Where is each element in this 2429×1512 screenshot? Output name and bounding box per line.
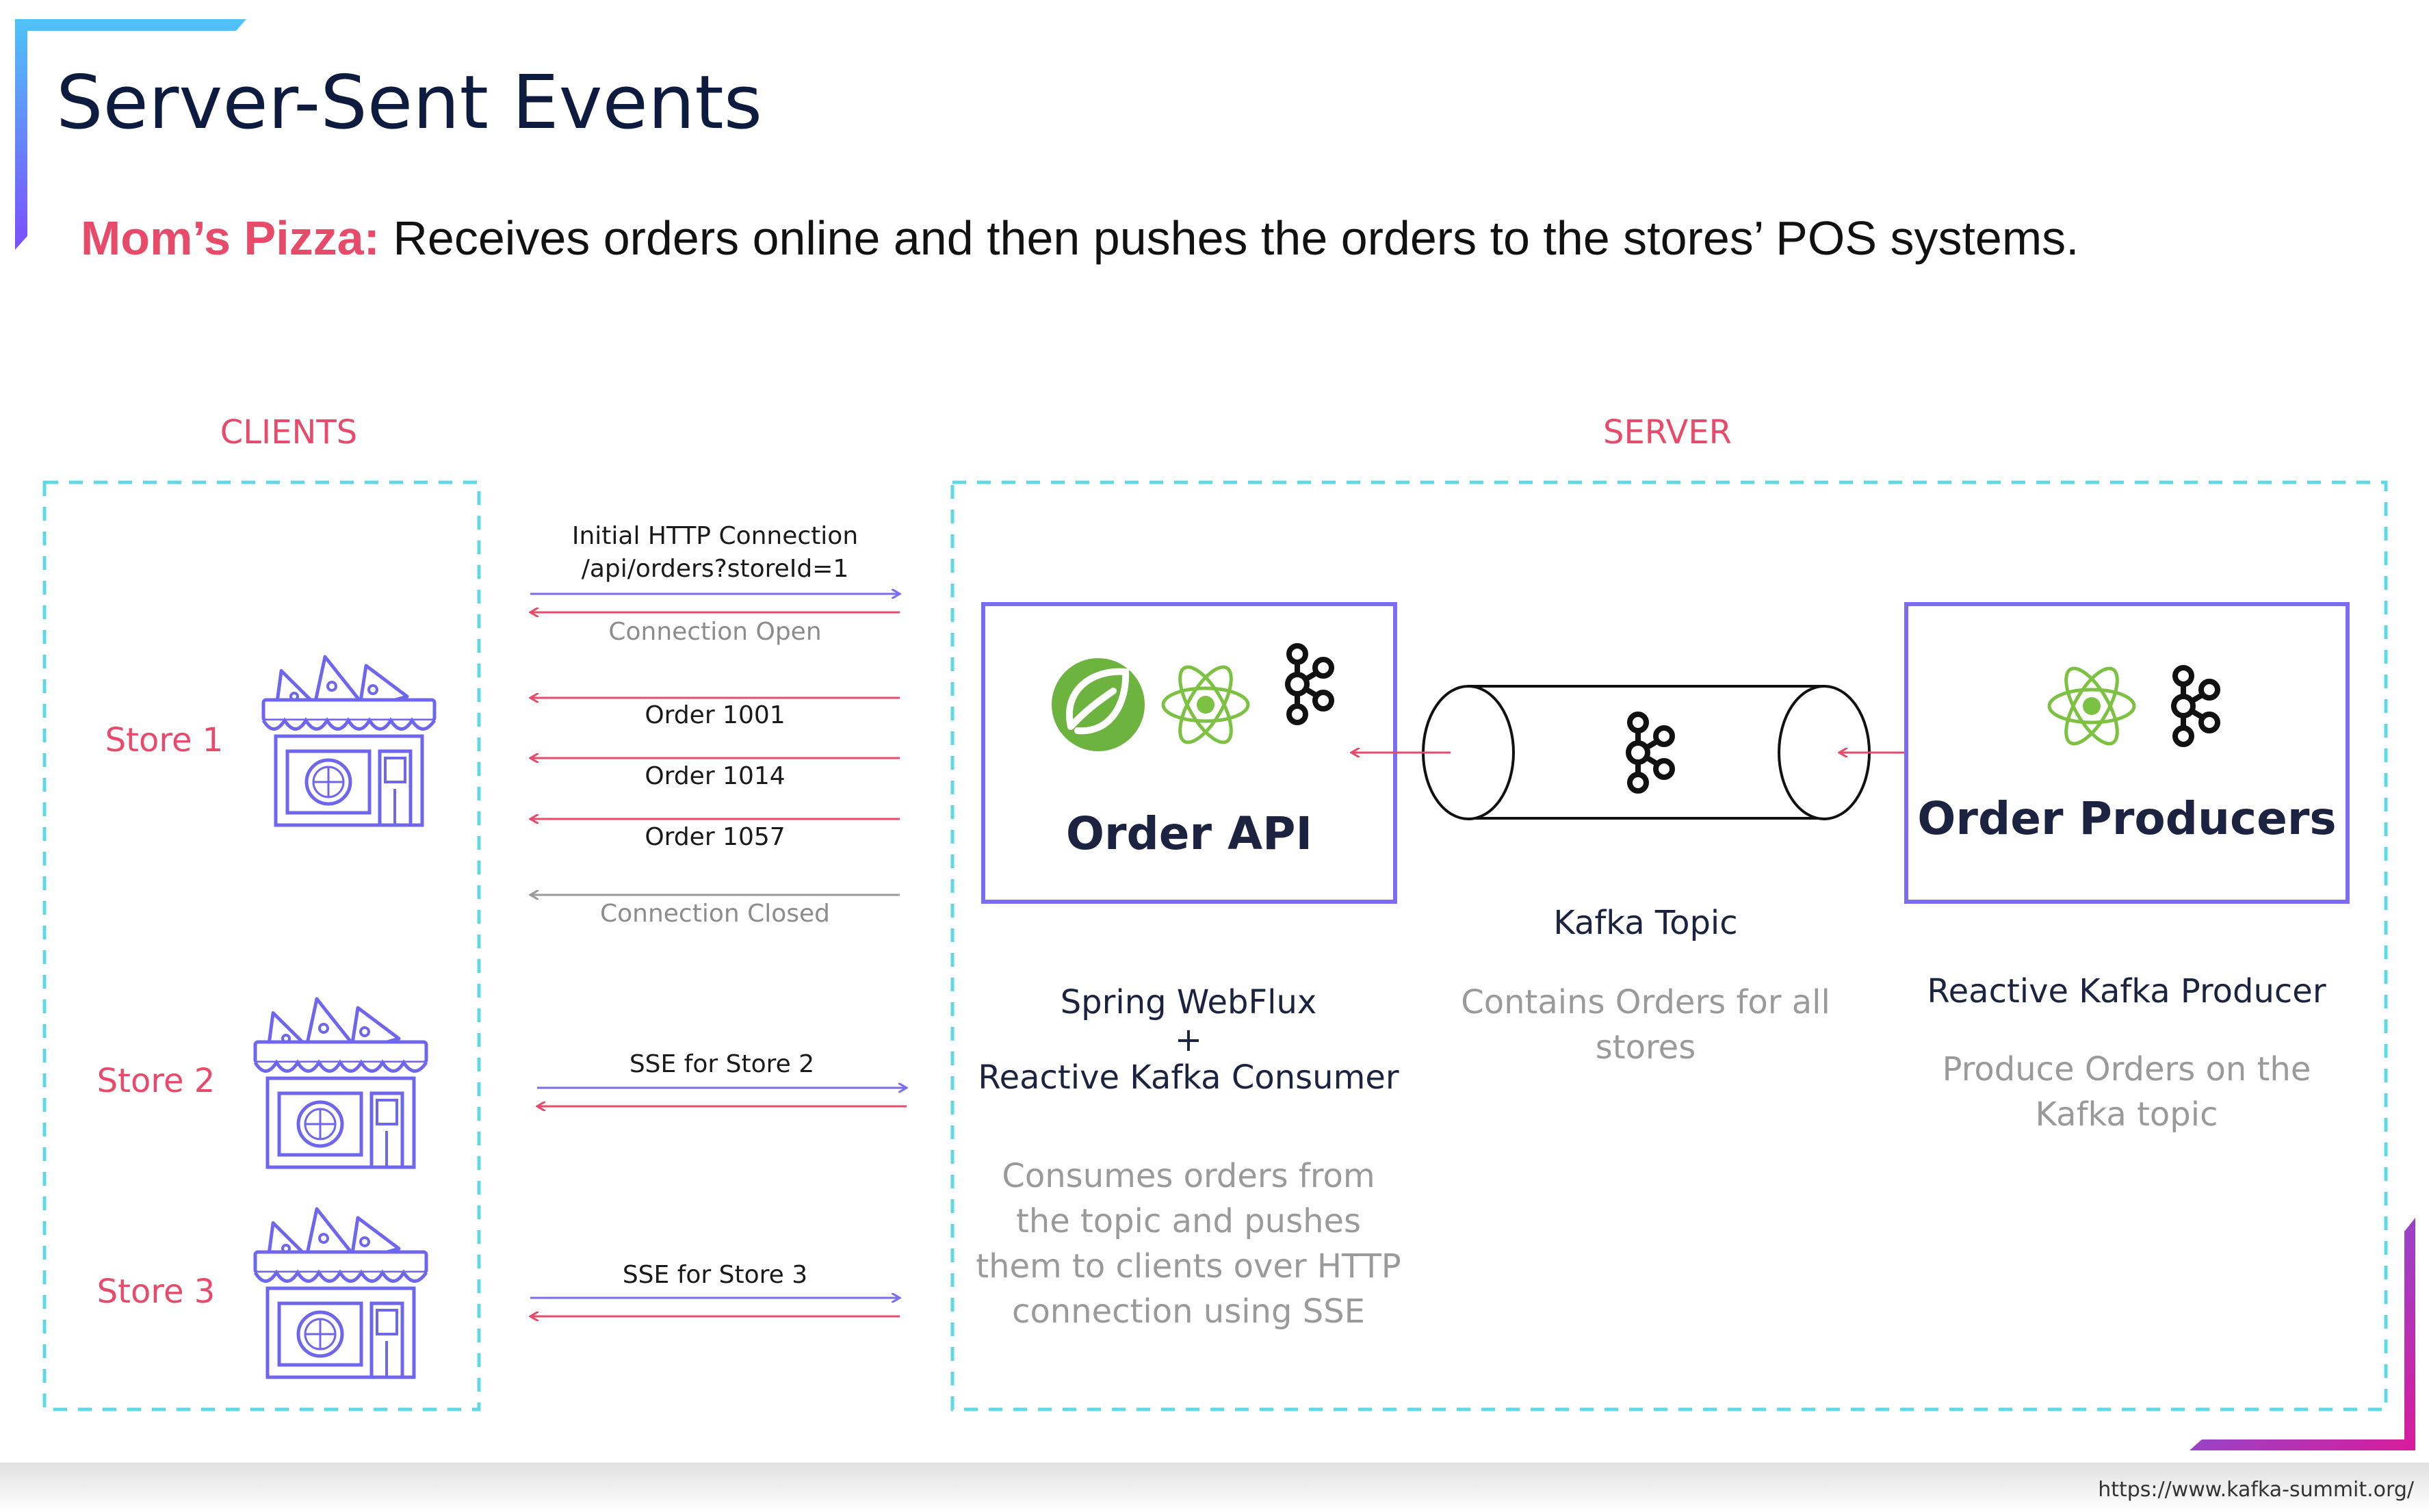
sse-store3-label: SSE for Store 3 [622,1261,808,1289]
server-container [950,480,2388,1411]
clients-label: CLIENTS [220,413,358,452]
order-api-desc-line: them to clients over HTTP [976,1247,1401,1286]
store-3-label: Store 3 [96,1273,216,1311]
order-api-desc-line: the topic and pushes [1015,1202,1362,1240]
slide-title: Server-Sent Events [56,60,763,146]
connection-closed-label: Connection Closed [599,900,831,928]
order-producers-description: Produce Orders on the Kafka topic [1887,1047,2366,1137]
brand-name: Mom’s Pizza: [81,211,380,265]
order-producers-tech: Reactive Kafka Producer [1927,972,2326,1011]
order-api-tech-line1: Spring WebFlux [1060,983,1317,1021]
kafka-icon [1628,714,1672,791]
order-producers-desc-line: Produce Orders on the [1942,1050,2311,1089]
kafka-topic-desc-line: stores [1595,1028,1696,1067]
initial-connection-line1: Initial HTTP Connection [571,522,859,550]
order-api-tech: Spring WebFlux + Reactive Kafka Consumer [949,980,1428,1100]
pizza-store-icon [255,1209,426,1377]
store-2-label: Store 2 [96,1062,216,1100]
order-api-description: Consumes orders from the topic and pushe… [949,1153,1428,1334]
pizza-store-icon [255,999,426,1167]
order-1014-label: Order 1014 [645,762,785,790]
order-api-desc-line: connection using SSE [1012,1292,1365,1331]
footer-url: https://www.kafka-summit.org/ [2098,1478,2414,1502]
order-api-desc-line: Consumes orders from [1002,1157,1375,1195]
order-1001-label: Order 1001 [645,701,785,729]
subtitle-text: Receives orders online and then pushes t… [379,211,2079,265]
initial-connection-label: Initial HTTP Connection /api/orders?stor… [510,520,920,586]
order-producers-title: Order Producers [1917,792,2337,845]
kafka-topic-description: Contains Orders for all stores [1440,980,1851,1070]
kafka-topic-desc-line: Contains Orders for all [1461,983,1830,1021]
store-1-label: Store 1 [105,721,224,759]
initial-connection-line2: /api/orders?storeId=1 [581,555,849,583]
order-producers-box [1904,602,2350,904]
kafka-topic-title: Kafka Topic [1553,904,1738,942]
order-api-box [981,602,1397,904]
order-producers-desc-line: Kafka topic [2035,1095,2218,1134]
spring-leaf-icon [1052,658,1145,751]
slide-subtitle: Mom’s Pizza: Receives orders online and … [81,211,2079,265]
order-api-tech-plus: + [1174,1021,1203,1059]
slide-bottom-shadow [0,1463,2429,1512]
order-1057-label: Order 1057 [645,823,785,851]
connection-open-label: Connection Open [608,618,822,646]
sse-store2-label: SSE for Store 2 [629,1050,815,1078]
server-label: SERVER [1602,413,1732,452]
order-api-tech-line2: Reactive Kafka Consumer [978,1058,1399,1097]
order-api-title: Order API [1065,807,1313,860]
clients-container [42,480,481,1411]
pizza-store-icon [263,657,434,825]
